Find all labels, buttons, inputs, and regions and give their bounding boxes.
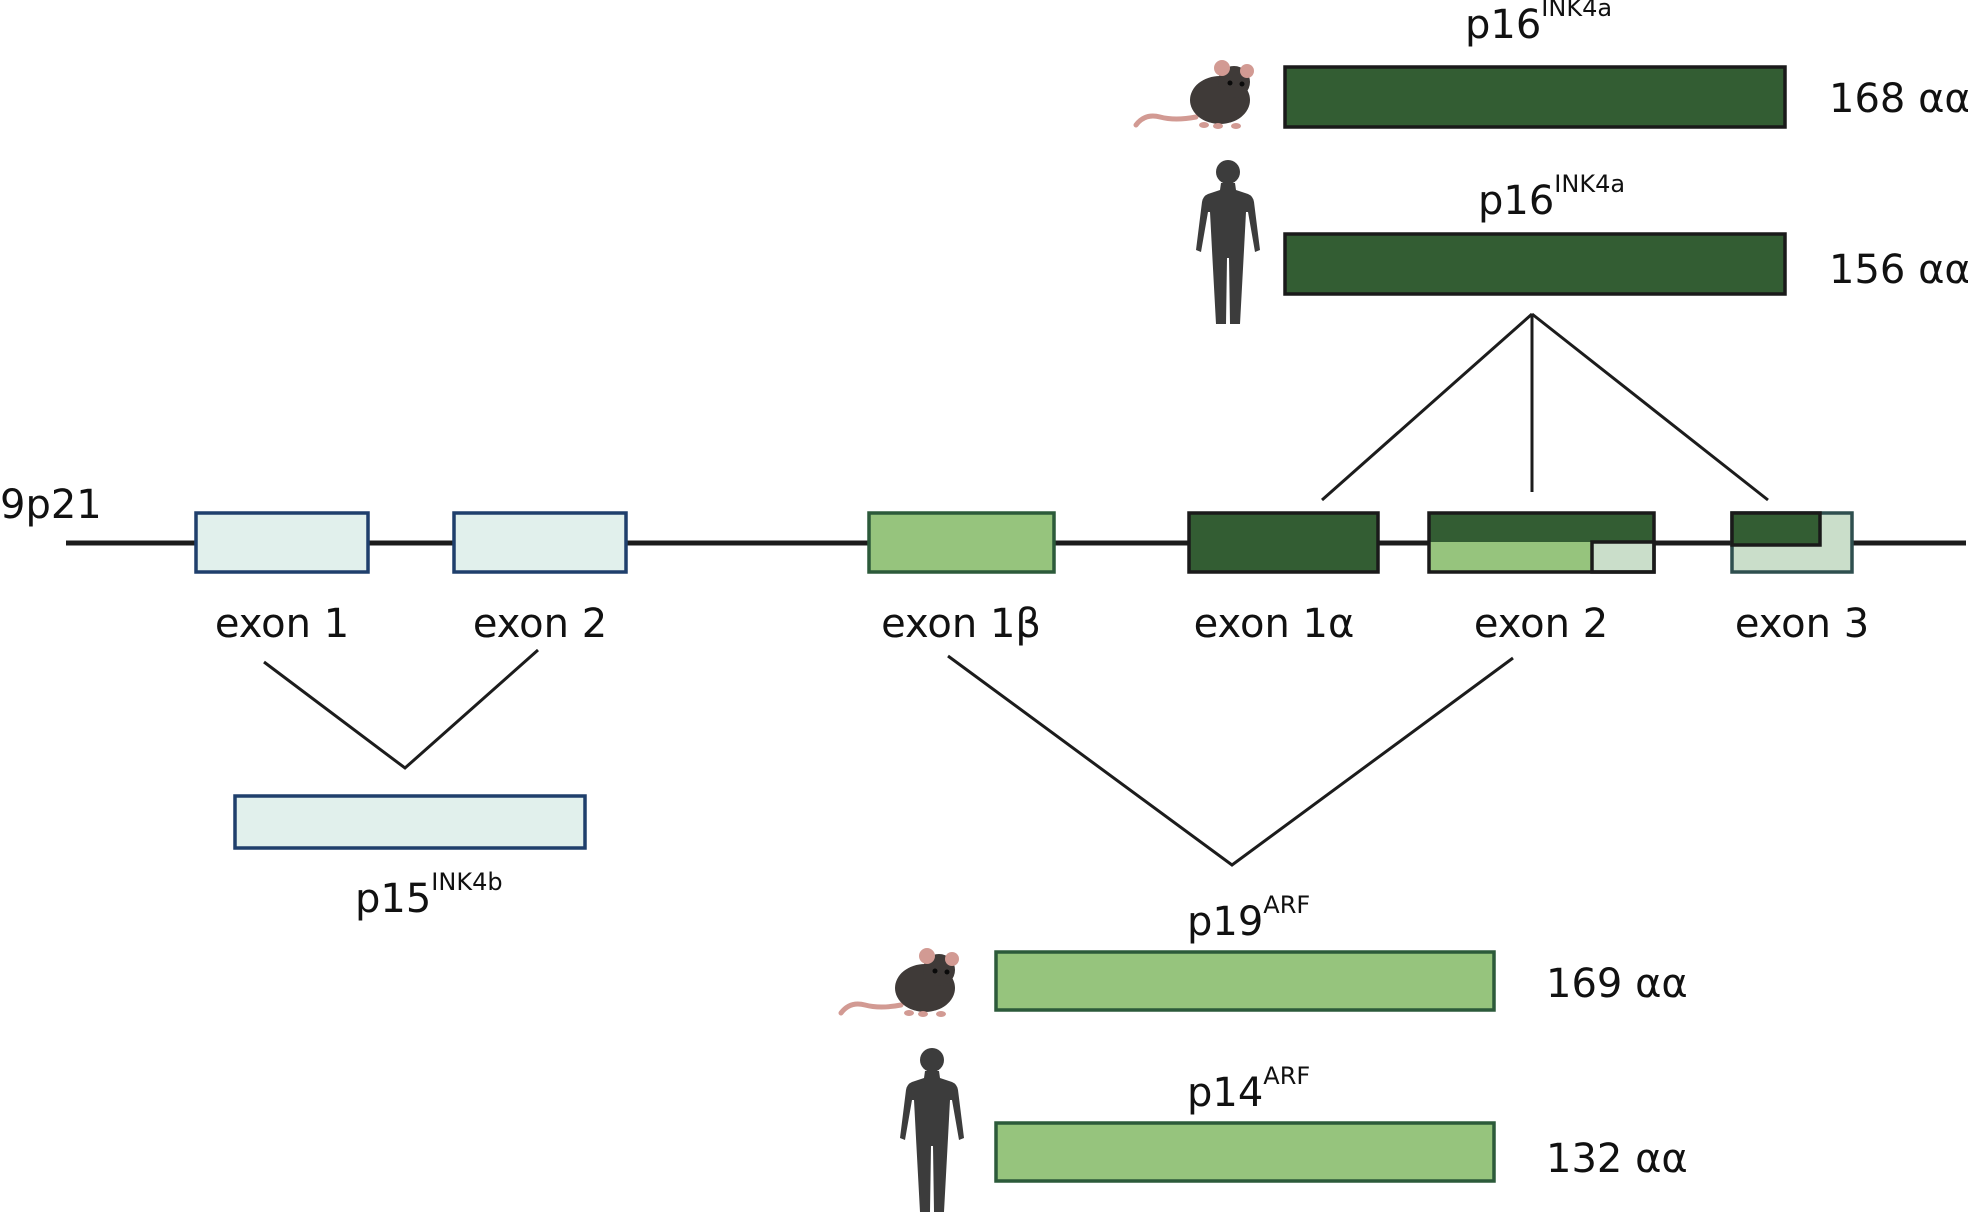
protein-bar-p16-mouse [1283,65,1787,129]
protein-label-p14-human: p14ARF [1187,1062,1310,1116]
protein-bar-p19-mouse [994,950,1496,1012]
label-exon-2-ink4b: exon 2 [473,601,607,647]
exon-1-ink4b [194,511,370,574]
protein-label-p15: p15INK4b [355,868,503,922]
label-exon-1-ink4b: exon 1 [215,601,349,647]
protein-label-p19-mouse: p19ARF [1187,891,1310,945]
protein-bar-p15 [233,794,587,850]
label-exon-1beta: exon 1β [881,601,1041,647]
splice-lines-p15 [263,648,539,770]
length-p19-mouse: 169 αα [1546,961,1688,1007]
protein-label-p16-human: p16INK4a [1478,170,1625,224]
human-icon [900,1048,964,1212]
protein-bar-p14-human [994,1121,1496,1183]
exon-2-ink4b [452,511,628,574]
locus-label: 9p21 [0,482,102,528]
mouse-icon [1136,60,1254,129]
length-p14-human: 132 αα [1546,1136,1688,1182]
label-exon-2-shared: exon 2 [1474,601,1608,647]
exon-3 [1730,511,1854,574]
protein-bar-p16-human [1283,232,1787,296]
length-p16-human: 156 αα [1829,247,1968,293]
length-p16-mouse: 168 αα [1829,76,1968,122]
mouse-icon [841,948,959,1017]
protein-label-p16-mouse: p16INK4a [1465,0,1612,48]
label-exon-1alpha: exon 1α [1194,601,1355,647]
label-exon-3: exon 3 [1735,601,1869,647]
splice-lines-p16 [1321,312,1769,502]
exon-2-shared [1427,511,1656,574]
exon-1alpha [1187,511,1380,574]
exon-1beta [867,511,1056,574]
splice-lines-arf [947,654,1514,867]
human-icon [1196,160,1260,324]
